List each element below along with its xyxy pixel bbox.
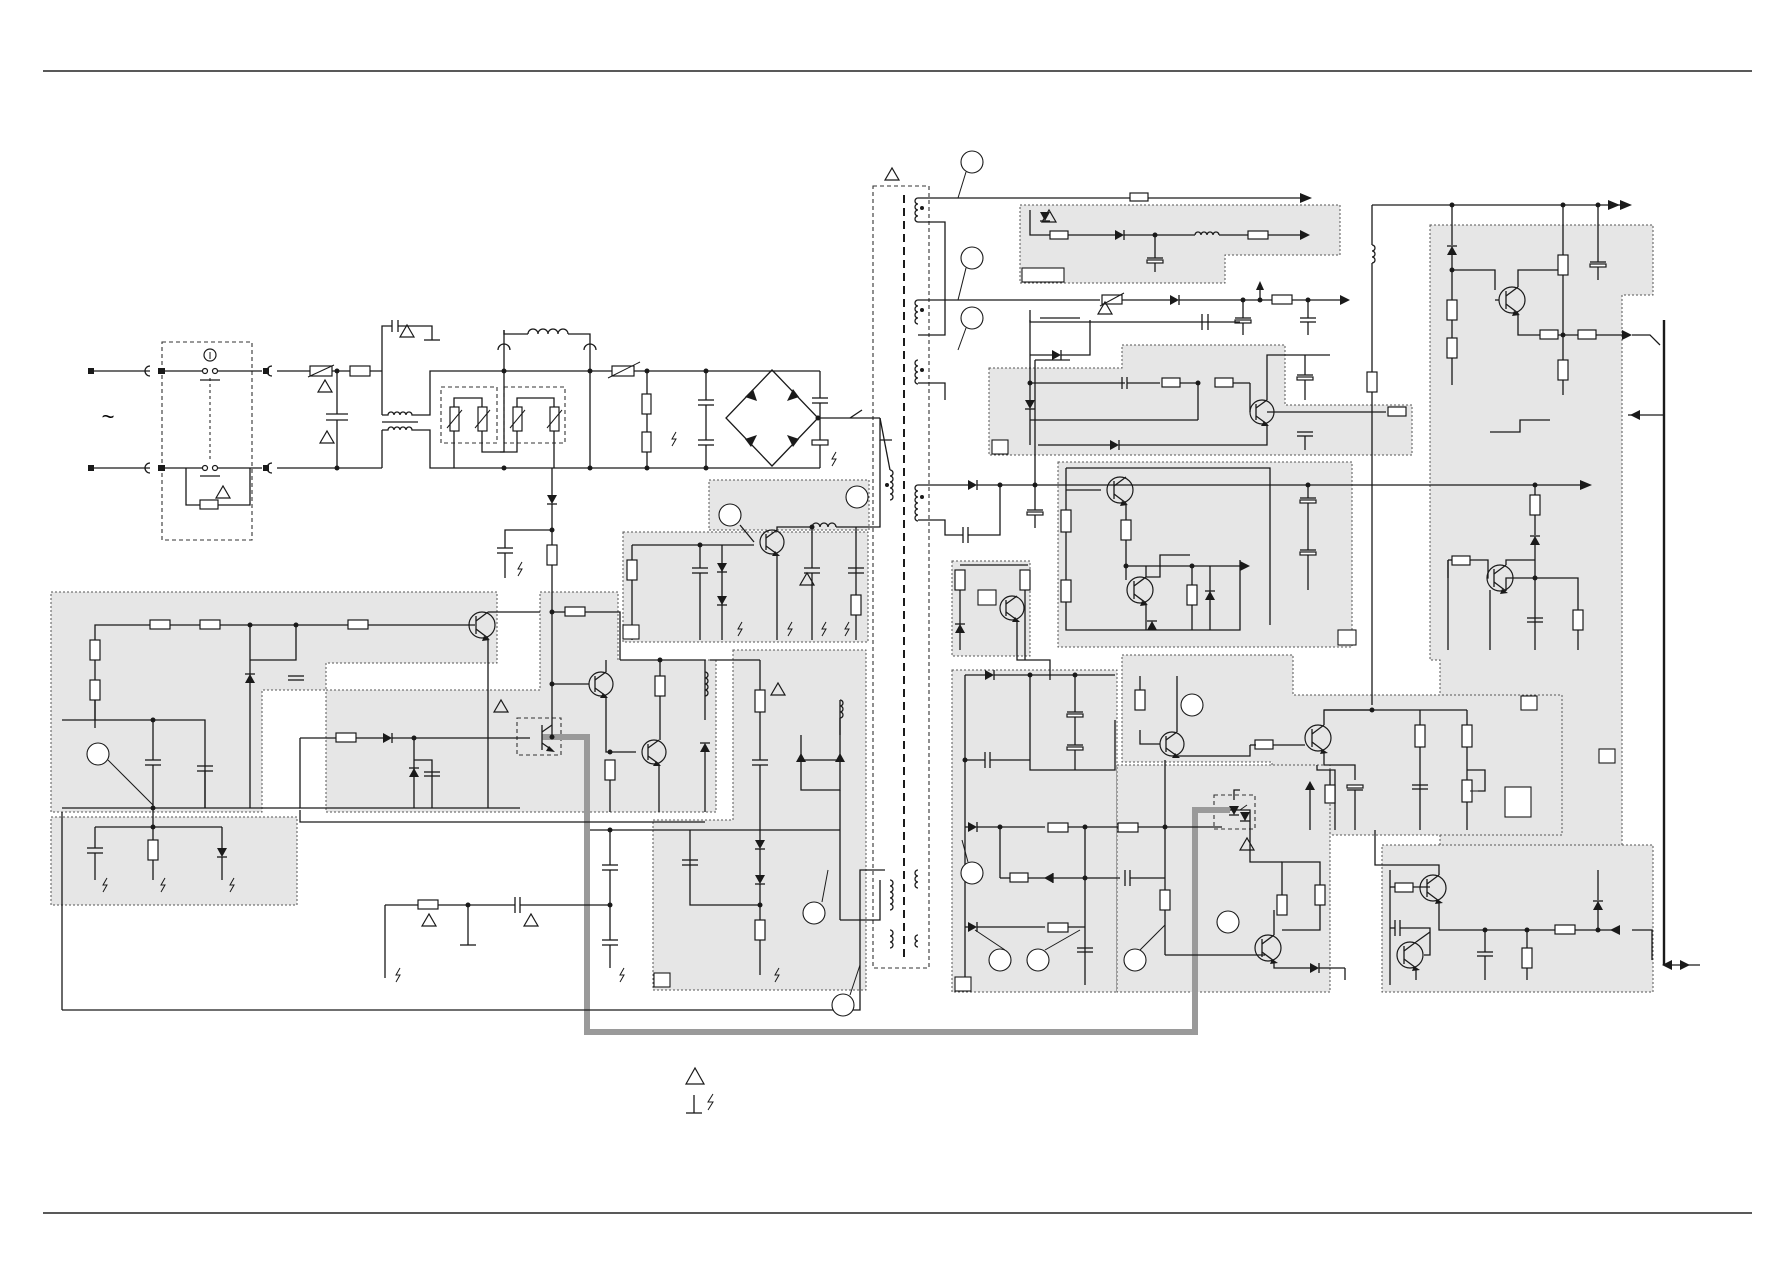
legend — [684, 1066, 714, 1114]
hot-ground-icon — [619, 967, 625, 983]
warning-triangle-icon — [769, 681, 787, 696]
right-column — [1366, 200, 1666, 965]
ref-circle-l — [1026, 948, 1050, 972]
primary-clamp — [653, 659, 881, 988]
ref-circle-e — [831, 993, 855, 1017]
feedback-bus — [542, 734, 1230, 1035]
zone-feedback-left — [951, 669, 1118, 993]
secondary-main — [918, 359, 1592, 590]
ref-circle-j — [1216, 910, 1240, 934]
legend-safety-icon — [684, 1066, 706, 1085]
ref-circle-f — [960, 150, 984, 174]
zone-control-left — [50, 591, 498, 813]
zone-feedback-bottom — [1116, 764, 1331, 993]
bridge-rectifier — [725, 369, 892, 468]
feedback-lower — [954, 670, 1538, 992]
startup-zone — [622, 440, 881, 640]
ref-circle-m — [1123, 948, 1147, 972]
ref-circle-a — [86, 742, 110, 766]
ref-circle-g — [960, 246, 984, 270]
hot-ground-icon — [774, 967, 780, 983]
warning-triangle-icon — [1040, 208, 1058, 223]
warning-triangle-icon — [398, 323, 416, 338]
optocoupler-tx-box — [516, 717, 562, 756]
zone-startup — [622, 531, 869, 643]
secondary-regulator — [918, 317, 1407, 455]
warning-triangle-icon — [798, 571, 816, 586]
warning-triangle-icon — [420, 912, 438, 927]
hot-ground-icon — [229, 877, 235, 893]
control-left — [62, 611, 540, 880]
warning-triangle-icon — [214, 484, 232, 499]
warning-triangle-icon — [1096, 300, 1114, 315]
ground-marks — [102, 431, 850, 983]
transformer-box — [872, 185, 930, 969]
degauss-section — [418, 328, 820, 471]
hot-ground-icon — [821, 621, 827, 637]
hot-ground-icon — [671, 431, 677, 447]
ref-circle-d — [802, 901, 826, 925]
power-switch-icon — [203, 348, 217, 362]
zone-control-bottom — [50, 816, 298, 906]
power-switch-label: I — [209, 351, 212, 362]
hot-ground-icon — [737, 621, 743, 637]
primary-lower — [61, 810, 885, 1017]
hot-ground-icon — [395, 967, 401, 983]
ptc-box-1 — [440, 386, 498, 444]
hot-ground-icon — [844, 621, 850, 637]
warning-triangle-icon — [492, 698, 510, 713]
safety-marks — [214, 166, 1256, 927]
warning-triangle-icon — [316, 378, 334, 393]
hot-ground-icon — [517, 561, 523, 577]
mains-ac-symbol: ~ — [102, 404, 115, 429]
hot-ground-icon — [102, 877, 108, 893]
zone-secondary-reg — [988, 344, 1413, 456]
hot-ground-icon — [831, 451, 837, 467]
primary-drive — [497, 468, 710, 812]
zone-feedback-mid — [1121, 654, 1563, 836]
zone-driver — [325, 591, 717, 813]
hot-ground-icon — [787, 621, 793, 637]
driver-zone-inner — [299, 732, 530, 809]
protect-small — [954, 564, 1051, 680]
hot-ground-icon — [160, 877, 166, 893]
ref-circle-b — [718, 503, 742, 527]
warning-triangle-icon — [1238, 836, 1256, 851]
warning-triangle-icon — [522, 912, 540, 927]
ref-circle-h — [960, 306, 984, 330]
ref-circle-k — [988, 948, 1012, 972]
mains-input: ~ I — [88, 320, 440, 510]
transformer — [879, 195, 924, 960]
regulator-zone — [1060, 467, 1357, 646]
zone-secondary-top — [1019, 204, 1341, 284]
secondary-top — [918, 150, 1350, 351]
ref-circle-i — [1180, 693, 1204, 717]
ref-circle-c — [845, 485, 869, 509]
warning-triangle-icon — [318, 429, 336, 444]
ref-circle-n — [960, 861, 984, 885]
zone-right-bottom — [1381, 844, 1654, 993]
right-bottom — [1374, 830, 1700, 985]
warning-triangle-icon — [883, 166, 901, 181]
mains-switch-box — [161, 341, 253, 541]
